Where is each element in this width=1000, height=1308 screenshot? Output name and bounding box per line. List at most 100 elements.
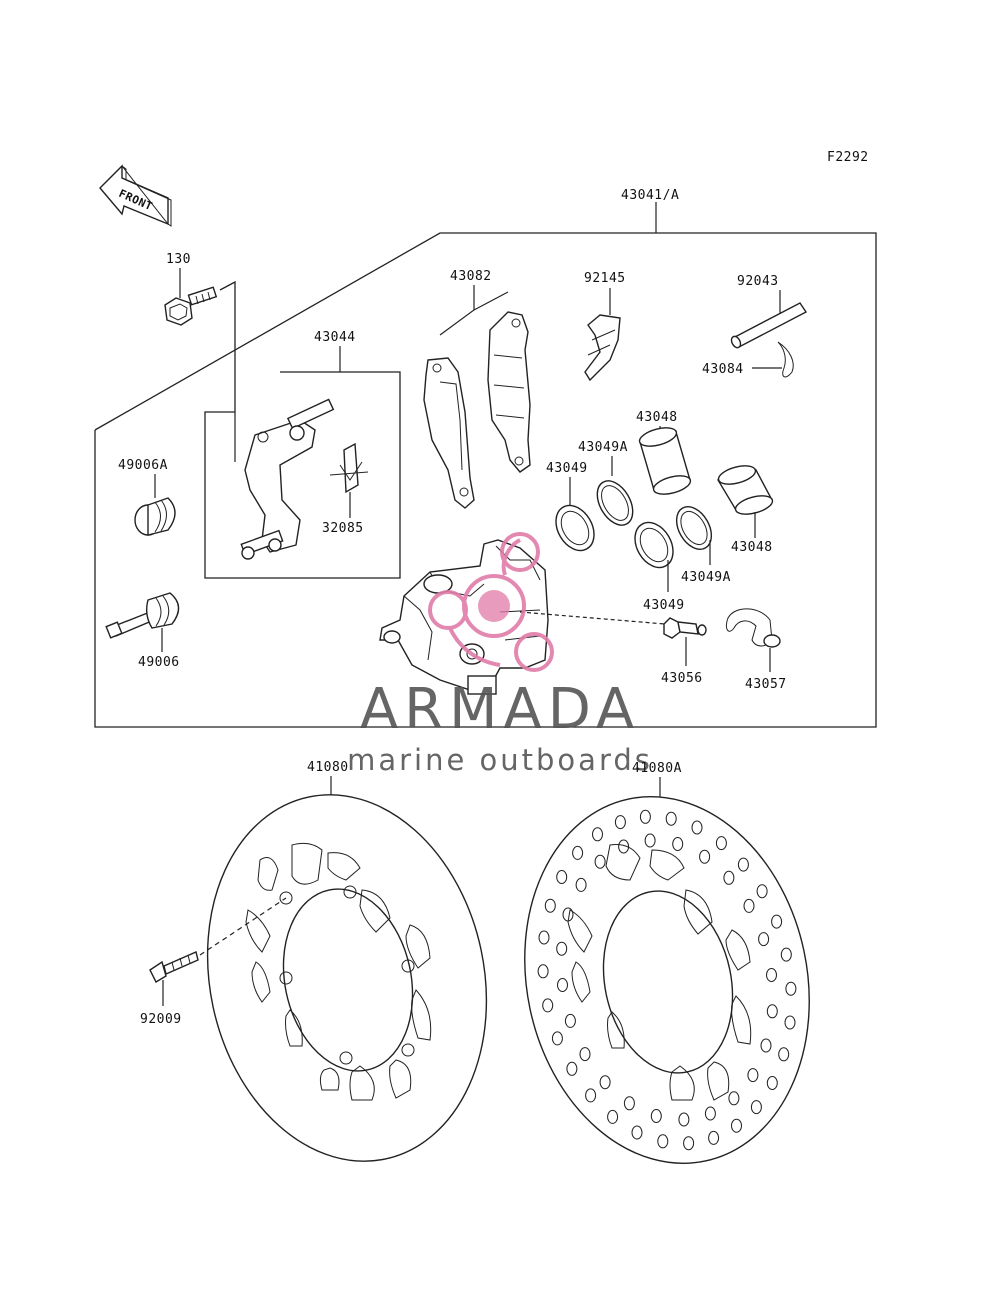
label-41080: 41080 [307, 760, 349, 775]
label-43048-b: 43048 [731, 540, 773, 555]
disc-hole [579, 1047, 591, 1062]
disc-hole [766, 968, 777, 982]
disc-hole [756, 884, 768, 899]
disc-hole [665, 811, 677, 826]
disc-hole [731, 1118, 742, 1133]
disc-hole [723, 870, 735, 885]
disc-hole [575, 877, 587, 892]
label-43057: 43057 [745, 677, 787, 692]
watermark-brand: ARMADA [360, 677, 640, 742]
watermark-emblem-icon [428, 532, 554, 672]
disc-hole [704, 1106, 716, 1121]
label-43048-a: 43048 [636, 410, 678, 425]
seal-43049A-upper [596, 480, 634, 526]
disc-hole [572, 845, 584, 860]
label-43049-a: 43049 [546, 461, 588, 476]
seal-43049-lower [634, 521, 674, 569]
watermark-tagline: marine outboards [347, 743, 653, 777]
label-43049-b: 43049 [643, 598, 685, 613]
piston-43048-lower [716, 465, 774, 515]
screw-axis-line [199, 897, 287, 956]
anti-rattle-spring-92145 [584, 314, 621, 382]
disc-hole [758, 932, 770, 947]
disc-hole [557, 978, 568, 992]
boot-49006A [134, 497, 176, 536]
disc-hole [778, 1047, 790, 1062]
label-43084: 43084 [702, 362, 744, 377]
disc-hole [537, 964, 549, 979]
disc-hole [599, 1075, 611, 1090]
seal-43049A-lower [675, 506, 713, 550]
label-92145: 92145 [584, 271, 626, 286]
brake-disc-41080A [524, 796, 810, 1164]
label-32085: 32085 [322, 521, 364, 536]
bolt-130 [164, 286, 218, 326]
disc-perforation-holes [537, 809, 797, 1151]
disc-hole [618, 839, 630, 854]
label-43041A: 43041/A [621, 188, 679, 203]
disc-hole [594, 854, 606, 869]
label-49006A: 49006A [118, 458, 168, 473]
disc-hole [784, 1015, 796, 1030]
disc-hole [780, 947, 792, 962]
disc-hole [691, 820, 703, 835]
disc-hole [564, 1013, 576, 1028]
leader-43082 [439, 285, 475, 336]
disc-hole [715, 836, 727, 851]
label-43082: 43082 [450, 269, 492, 284]
disc-hole [771, 914, 783, 929]
disc-hole [551, 1031, 563, 1046]
leader-bleeder [519, 611, 666, 625]
disc-hole [728, 1091, 740, 1106]
disc-hole [747, 1068, 759, 1083]
label-92009: 92009 [140, 1012, 182, 1027]
label-43049A-a: 43049A [578, 440, 628, 455]
bleeder-valve-43056 [663, 617, 707, 639]
label-41080A: 41080A [632, 761, 682, 776]
front-arrow-icon: FRONT [99, 164, 172, 227]
disc-hole [750, 1100, 762, 1115]
caliper-bracket [240, 398, 335, 560]
disc-hole [785, 981, 797, 996]
disc-hole [607, 1109, 619, 1124]
disc-hole [650, 1109, 662, 1123]
disc-hole [585, 1088, 597, 1103]
disc-hole [699, 849, 711, 864]
bleeder-cap-43057 [725, 608, 781, 648]
disc-hole [592, 827, 603, 842]
brake-pad-front [423, 357, 475, 509]
label-43049A-b: 43049A [681, 570, 731, 585]
disc-hole [766, 1076, 778, 1090]
disc-screw-92009 [149, 951, 199, 983]
disc-hole [614, 815, 626, 830]
label-43056: 43056 [661, 671, 703, 686]
pad-pin-92043 [730, 302, 808, 349]
disc-hole [683, 1136, 695, 1151]
figure-code: F2292 [827, 150, 869, 165]
label-49006: 49006 [138, 655, 180, 670]
label-130: 130 [166, 252, 191, 267]
label-43044: 43044 [314, 330, 356, 345]
disc-hole [556, 870, 568, 884]
disc-hole [623, 1096, 635, 1111]
seal-43049-upper [555, 504, 595, 552]
disc-hole [631, 1125, 643, 1140]
bracket-group-outline [204, 280, 401, 579]
watermark-logo: ARMADA marine outboards [347, 532, 653, 777]
disc-hole [743, 898, 755, 913]
disc-hole [538, 930, 550, 945]
disc-hole [639, 809, 651, 824]
disc-hole [737, 857, 749, 872]
disc-hole [672, 837, 684, 851]
disc-hole [544, 898, 556, 913]
disc-hole [542, 998, 554, 1013]
caliper-assembly-outline [94, 232, 877, 728]
disc-hole [678, 1112, 690, 1127]
disc-hole [708, 1130, 720, 1145]
slide-pin-49006 [105, 592, 180, 639]
disc-hole [566, 1061, 578, 1076]
disc-hole [556, 941, 568, 956]
disc-hole [766, 1004, 778, 1019]
disc-hole [760, 1038, 772, 1053]
